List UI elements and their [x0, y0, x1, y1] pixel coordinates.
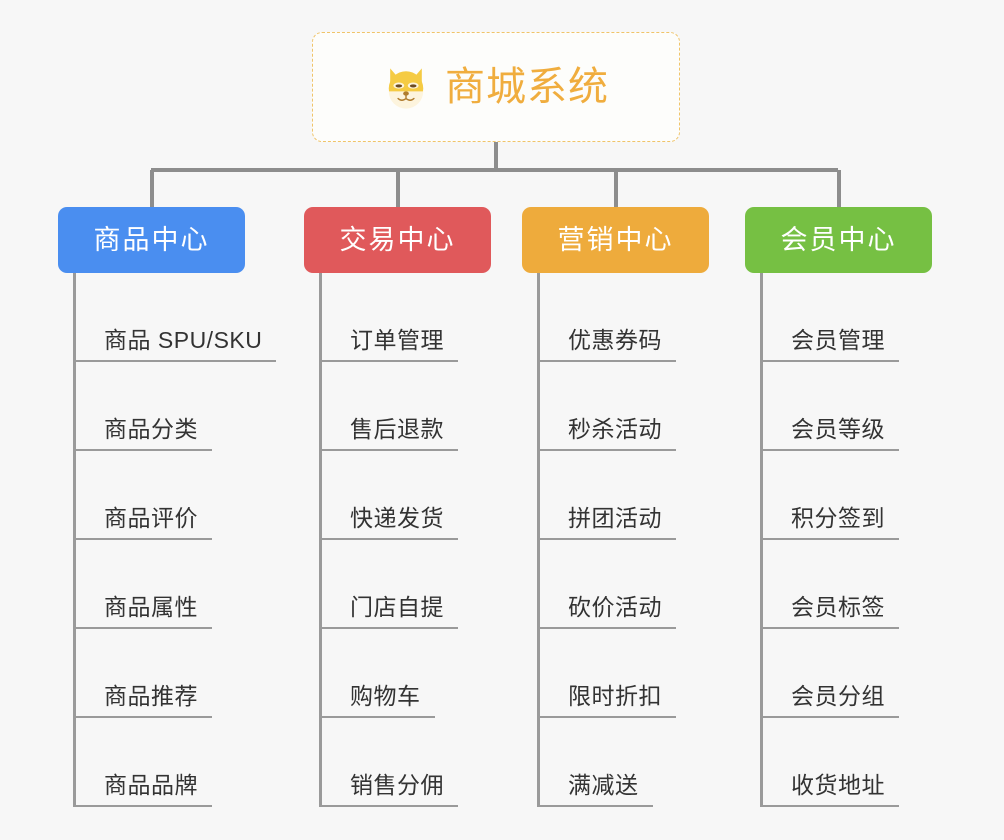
list-item[interactable]: 秒杀活动 — [537, 362, 738, 451]
leaf-label: 会员分组 — [791, 682, 885, 709]
horizontal-bus-connector — [151, 168, 838, 172]
category-box-yingxiao-zhongxin[interactable]: 营销中心 — [522, 207, 709, 273]
leaf-label: 商品属性 — [104, 593, 198, 620]
leaf-label: 快递发货 — [350, 504, 444, 531]
leaf-label: 商品分类 — [104, 415, 198, 442]
leaf-spine — [537, 273, 540, 807]
category-box-huiyuan-zhongxin[interactable]: 会员中心 — [745, 207, 932, 273]
list-item[interactable]: 订单管理 — [319, 273, 520, 362]
list-item[interactable]: 收货地址 — [760, 718, 961, 807]
column-drop-connector — [150, 170, 154, 210]
list-item[interactable]: 会员标签 — [760, 540, 961, 629]
list-item[interactable]: 门店自提 — [319, 540, 520, 629]
list-item[interactable]: 满减送 — [537, 718, 738, 807]
list-item[interactable]: 会员分组 — [760, 629, 961, 718]
category-box-jiaoyi-zhongxin[interactable]: 交易中心 — [304, 207, 491, 273]
leaf-label: 商品 SPU/SKU — [104, 326, 263, 353]
list-item[interactable]: 销售分佣 — [319, 718, 520, 807]
column-drop-connector — [837, 170, 841, 210]
shiba-dog-face-icon — [388, 68, 424, 109]
list-item[interactable]: 商品品牌 — [73, 718, 274, 807]
leaf-label: 门店自提 — [350, 593, 444, 620]
list-item[interactable]: 砍价活动 — [537, 540, 738, 629]
list-item[interactable]: 商品属性 — [73, 540, 274, 629]
leaf-list: 商品 SPU/SKU 商品分类 商品评价 商品属性 商品推荐 商品品牌 — [73, 273, 277, 807]
leaf-label: 会员等级 — [791, 415, 885, 442]
leaf-label: 砍价活动 — [568, 593, 662, 620]
list-item[interactable]: 购物车 — [319, 629, 520, 718]
leaf-label: 商品推荐 — [104, 682, 198, 709]
leaf-label: 收货地址 — [791, 771, 885, 798]
leaf-label: 拼团活动 — [568, 504, 662, 531]
leaf-label: 优惠券码 — [568, 326, 662, 353]
leaf-label: 秒杀活动 — [568, 415, 662, 442]
leaf-label: 订单管理 — [350, 326, 444, 353]
list-item[interactable]: 商品分类 — [73, 362, 274, 451]
root-node[interactable]: 商城系统 — [312, 32, 680, 142]
leaf-label: 商品品牌 — [104, 771, 198, 798]
list-item[interactable]: 会员等级 — [760, 362, 961, 451]
category-label: 会员中心 — [780, 224, 897, 255]
leaf-label: 限时折扣 — [568, 682, 662, 709]
leaf-label: 满减送 — [568, 771, 639, 798]
leaf-spine — [319, 273, 322, 807]
list-item[interactable]: 限时折扣 — [537, 629, 738, 718]
category-box-shangpin-zhongxin[interactable]: 商品中心 — [58, 207, 245, 273]
column-drop-connector — [614, 170, 618, 210]
category-label: 交易中心 — [339, 224, 456, 255]
leaf-label: 售后退款 — [350, 415, 444, 442]
category-label: 营销中心 — [557, 224, 674, 255]
leaf-spine — [760, 273, 763, 807]
root-title: 商城系统 — [445, 65, 609, 109]
leaf-label: 会员标签 — [791, 593, 885, 620]
list-item[interactable]: 拼团活动 — [537, 451, 738, 540]
leaf-list: 优惠券码 秒杀活动 拼团活动 砍价活动 限时折扣 满减送 — [537, 273, 738, 807]
list-item[interactable]: 商品评价 — [73, 451, 274, 540]
leaf-label: 商品评价 — [104, 504, 198, 531]
leaf-list: 订单管理 售后退款 快递发货 门店自提 购物车 销售分佣 — [319, 273, 520, 807]
leaf-list: 会员管理 会员等级 积分签到 会员标签 会员分组 收货地址 — [760, 273, 961, 807]
category-label: 商品中心 — [93, 224, 210, 255]
list-item[interactable]: 快递发货 — [319, 451, 520, 540]
list-item[interactable]: 商品 SPU/SKU — [73, 273, 277, 362]
list-item[interactable]: 售后退款 — [319, 362, 520, 451]
leaf-label: 会员管理 — [791, 326, 885, 353]
list-item[interactable]: 商品推荐 — [73, 629, 274, 718]
list-item[interactable]: 会员管理 — [760, 273, 961, 362]
root-stem-connector — [494, 142, 498, 170]
list-item[interactable]: 积分签到 — [760, 451, 961, 540]
column-drop-connector — [396, 170, 400, 210]
leaf-spine — [73, 273, 76, 807]
leaf-label: 购物车 — [350, 682, 421, 709]
leaf-label: 积分签到 — [791, 504, 885, 531]
leaf-label: 销售分佣 — [350, 771, 444, 798]
list-item[interactable]: 优惠券码 — [537, 273, 738, 362]
